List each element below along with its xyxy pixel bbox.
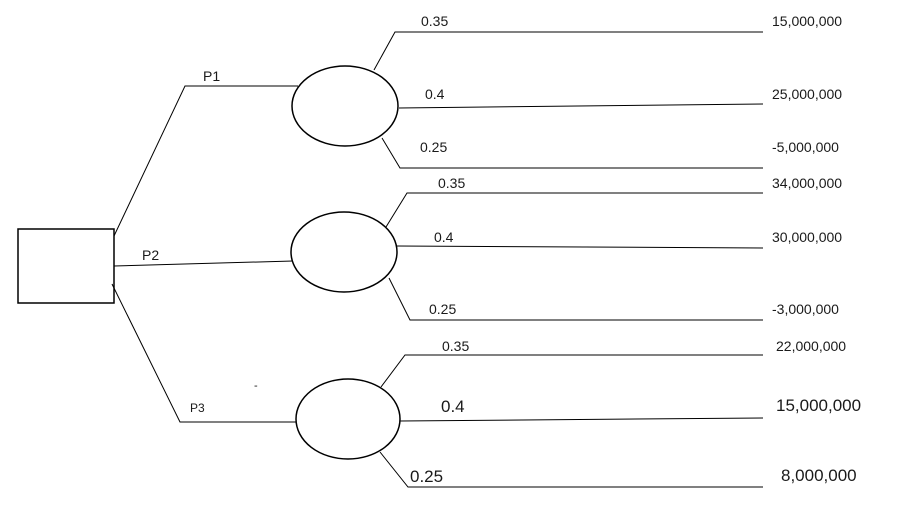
outcome-probability: 0.25: [410, 467, 443, 486]
outcome-value: 25,000,000: [772, 86, 842, 102]
outcome-probability: 0.35: [438, 175, 465, 191]
outcome-line: [396, 245, 764, 249]
chance-node-3: [295, 378, 401, 460]
branch-label-p2: P2: [142, 247, 159, 263]
outcome-line: [373, 31, 763, 71]
outcome-value: 34,000,000: [772, 175, 842, 191]
outcome-probability: 0.35: [442, 338, 469, 354]
branch-label-p1: P1: [203, 68, 220, 84]
chance-node-1: [291, 65, 399, 147]
outcome-line: [398, 103, 764, 109]
outcome-probability: 0.4: [434, 229, 454, 245]
outcome-probability: 0.4: [441, 397, 465, 416]
outcome-probability: 0.25: [420, 139, 447, 155]
outcome-probability: 0.35: [421, 13, 448, 29]
outcome-line: [381, 137, 763, 169]
outcome-probability: 0.25: [429, 301, 456, 317]
chance-node-2: [290, 211, 398, 293]
branch-line-p3: [111, 283, 298, 423]
branch-line-p1: [113, 85, 298, 237]
outcome-value: 22,000,000: [776, 338, 846, 354]
outcome-value: 8,000,000: [781, 466, 857, 485]
stray-mark: -: [254, 380, 258, 392]
outcome-line: [399, 417, 764, 422]
branch-line-p2: [113, 260, 294, 267]
outcome-line: [385, 192, 763, 228]
outcome-value: 15,000,000: [772, 13, 842, 29]
outcome-probability: 0.4: [425, 86, 445, 102]
outcome-value: 15,000,000: [776, 396, 861, 415]
outcome-line: [388, 277, 763, 321]
decision-node: [17, 228, 115, 304]
branch-label-p3: P3: [190, 401, 205, 415]
outcome-value: 30,000,000: [772, 229, 842, 245]
outcome-line: [379, 451, 763, 488]
outcome-value: -3,000,000: [772, 301, 839, 317]
outcome-line: [380, 354, 763, 388]
outcome-value: -5,000,000: [772, 139, 839, 155]
